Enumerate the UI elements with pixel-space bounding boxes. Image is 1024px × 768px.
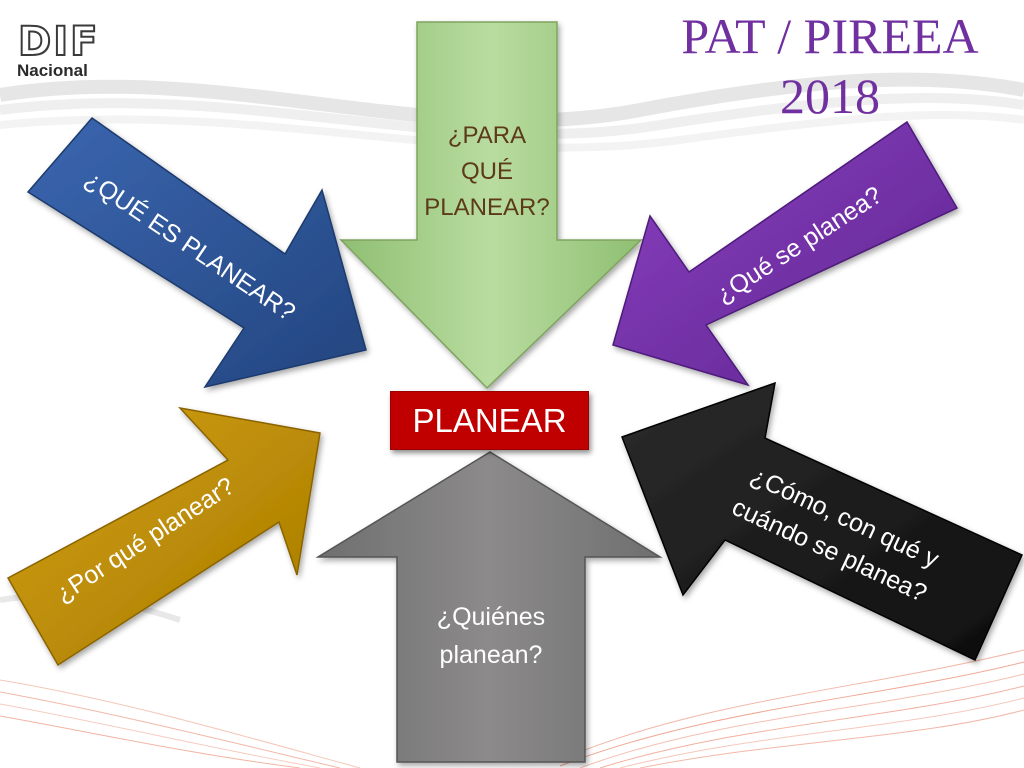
label-para-que-planear: ¿PARA QUÉ PLANEAR? [407, 118, 567, 226]
page-title: PAT / PIREEA 2018 [640, 6, 1020, 126]
label-line: planean? [439, 641, 543, 669]
label-line: ¿Quiénes [436, 603, 546, 631]
label-quienes-planean: ¿Quiénes planean? [411, 598, 571, 674]
arrow-shape-gray [315, 451, 663, 763]
arrow-que-se-planea [612, 120, 959, 387]
arrow-shape-gold [6, 406, 321, 667]
center-planear-box: PLANEAR [390, 391, 589, 450]
arrow-shape-green [339, 21, 643, 390]
dif-logo-subtitle: Nacional [17, 61, 88, 80]
arrow-shape-black [621, 381, 1023, 662]
label-line: ¿PARA [447, 122, 527, 149]
title-line-2: 2018 [780, 68, 880, 124]
arrow-shape-purple [612, 120, 959, 387]
dif-logo: DIF [17, 19, 100, 65]
arrow-shape-blue [26, 116, 367, 389]
arrow-para-que-planear [339, 21, 643, 390]
title-line-1: PAT / PIREEA [681, 8, 979, 64]
center-planear-label: PLANEAR [412, 401, 567, 439]
arrow-que-es-planear [26, 116, 367, 389]
arrow-como-con-que-cuando [621, 381, 1023, 662]
arrow-quienes-planean [315, 451, 663, 763]
label-line: PLANEAR? [424, 194, 550, 221]
label-line: QUÉ [460, 158, 513, 185]
arrow-por-que-planear [6, 406, 321, 667]
